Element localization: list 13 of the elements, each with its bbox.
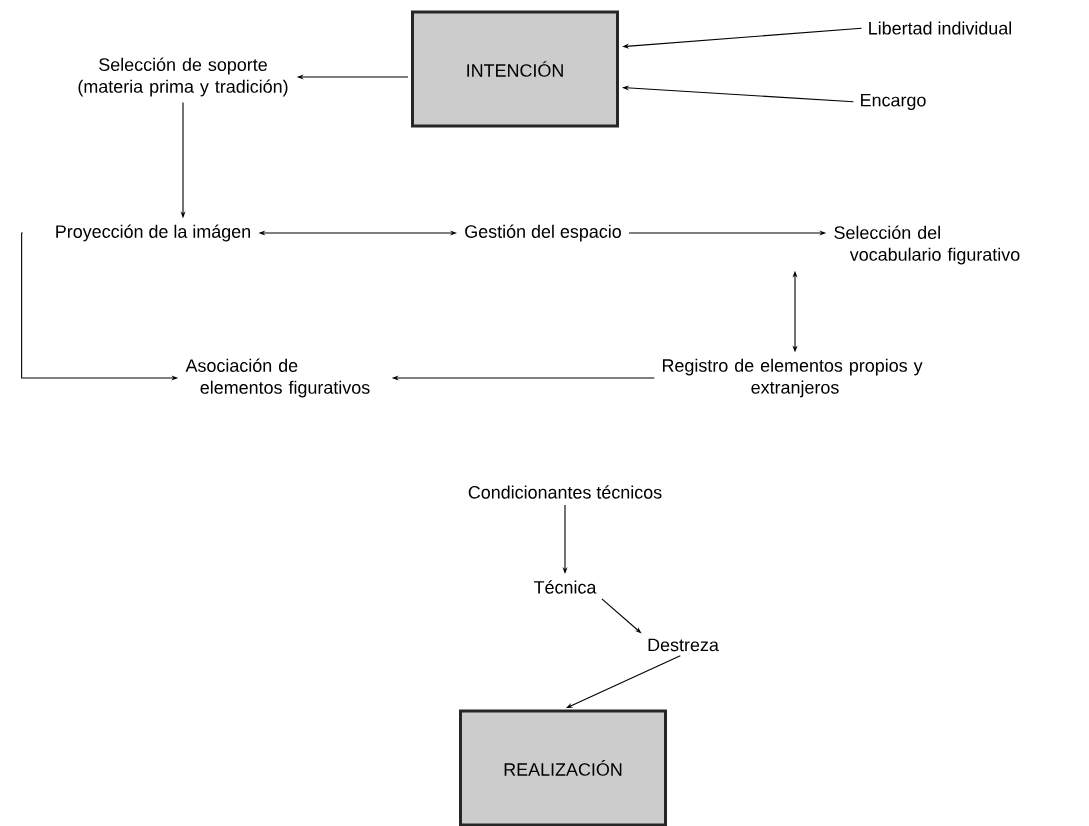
text-label: Selección de soporte (materia prima y tradición) (78, 57, 288, 97)
text-label: Libertad individual (869, 21, 1012, 35)
text-label: Gestión del espacio (465, 224, 621, 242)
text-label: Condicionantes técnicos (468, 485, 662, 499)
text-label: Proyección de la imágen (56, 224, 250, 242)
text-label: Encargo (861, 93, 926, 111)
text-label: Destreza (648, 638, 719, 652)
text-label: Registro de elementos propios y extranjeros (662, 358, 923, 398)
process-box: REALIZACIÓN (459, 709, 667, 826)
text-label: Asociación de elementos figurativos (185, 358, 370, 398)
process-box: INTENCIÓN (411, 10, 619, 128)
text-label: Técnica (534, 580, 597, 594)
text-label: Selección del vocabulario figurativo (834, 225, 1020, 265)
